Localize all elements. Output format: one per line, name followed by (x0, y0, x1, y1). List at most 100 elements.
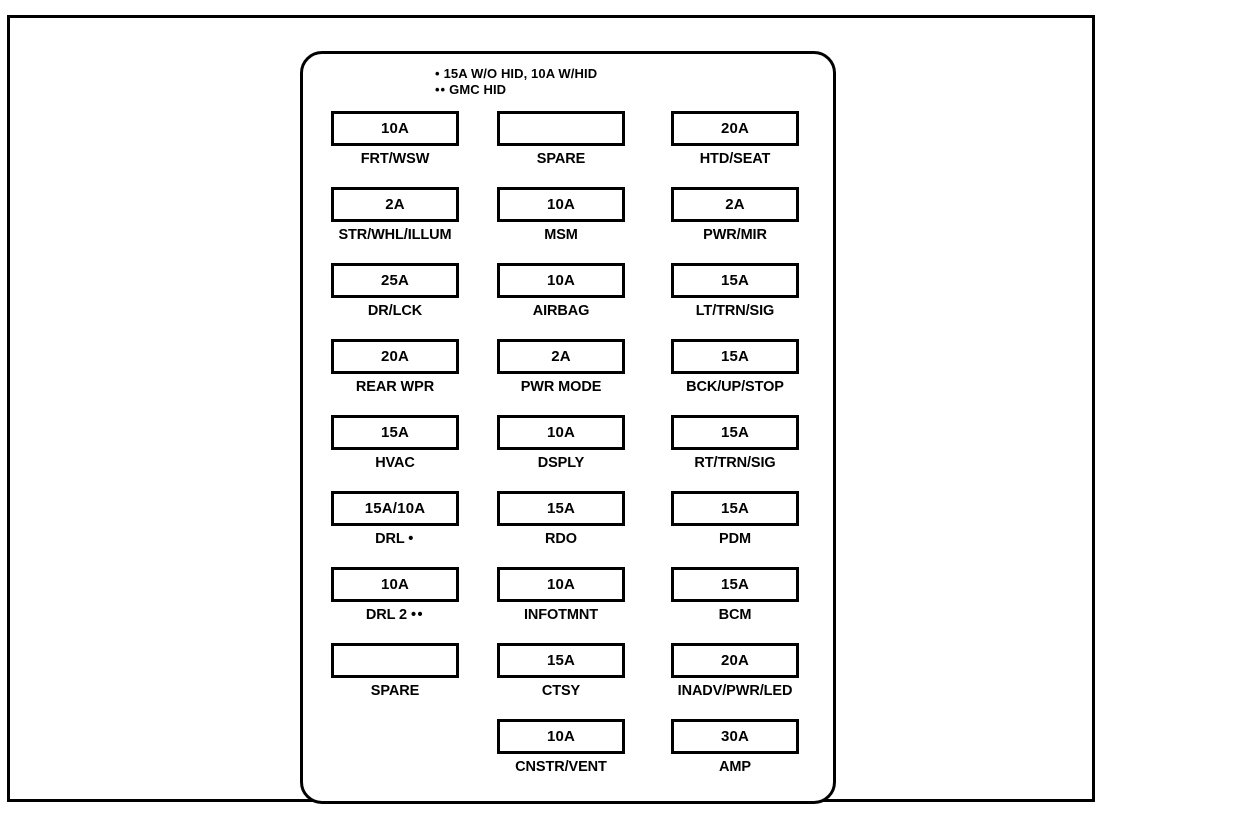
fuse-label-text: SPARE (370, 683, 420, 699)
fuse-slot[interactable]: 15A/10A (331, 491, 459, 526)
fuse-cell: 2A PWR MODE (497, 339, 625, 395)
fuse-label-text: PWR MODE (520, 379, 602, 395)
fuse-label: DSPLY (497, 455, 625, 471)
fuse-amperage: 15A (546, 652, 576, 669)
fuse-slot[interactable]: 10A (497, 415, 625, 450)
fuse-amperage: 15A (380, 424, 410, 441)
fuse-slot[interactable]: 10A (497, 187, 625, 222)
fuse-label: MSM (497, 227, 625, 243)
fuse-slot[interactable]: 10A (497, 263, 625, 298)
fuse-label: CTSY (497, 683, 625, 699)
fuse-label: SPARE (497, 151, 625, 167)
fuse-label: RT/TRN/SIG (671, 455, 799, 471)
fuse-cell: 25A DR/LCK (331, 263, 459, 319)
fuse-amperage: 20A (720, 120, 750, 137)
fuse-slot[interactable]: 10A (497, 719, 625, 754)
fuse-amperage: 2A (551, 348, 571, 365)
fuse-label-text: SPARE (536, 151, 586, 167)
fuse-cell: 15A LT/TRN/SIG (671, 263, 799, 319)
fuse-label: PWR/MIR (671, 227, 799, 243)
fuse-label: REAR WPR (331, 379, 459, 395)
fuse-label-text: HVAC (375, 455, 415, 471)
fuse-label: INADV/PWR/LED (671, 683, 799, 699)
fuse-slot[interactable]: 15A (497, 643, 625, 678)
fuse-slot[interactable]: 2A (331, 187, 459, 222)
fuse-amperage: 20A (720, 652, 750, 669)
fuse-slot[interactable]: 25A (331, 263, 459, 298)
fuse-cell: 2A PWR/MIR (671, 187, 799, 243)
fuse-cell: 20A REAR WPR (331, 339, 459, 395)
fuse-label-text: INADV/PWR/LED (677, 683, 793, 699)
fuse-slot[interactable]: 15A (331, 415, 459, 450)
fuse-slot[interactable]: 2A (671, 187, 799, 222)
fuse-cell: 15A PDM (671, 491, 799, 547)
fuse-amperage: 2A (725, 196, 745, 213)
fuse-slot[interactable]: 15A (671, 491, 799, 526)
fuse-footnote-marker-icon: •• (410, 607, 425, 623)
fuse-label: AIRBAG (497, 303, 625, 319)
fuse-slot[interactable]: 30A (671, 719, 799, 754)
fuse-cell: 15A/10A DRL • (331, 491, 459, 547)
fuse-amperage: 25A (380, 272, 410, 289)
fuse-amperage: 10A (546, 424, 576, 441)
fuse-label-text: MSM (544, 227, 578, 243)
fuse-label: HTD/SEAT (671, 151, 799, 167)
fuse-slot[interactable] (331, 643, 459, 678)
footnote-legend: •15A W/O HID, 10A W/HID••GMC HID (435, 66, 815, 98)
fuse-label-text: PWR/MIR (703, 227, 767, 243)
fuse-footnote-marker-icon: • (408, 531, 415, 547)
fuse-label-text: DSPLY (537, 455, 585, 471)
fuse-slot[interactable]: 10A (331, 111, 459, 146)
fuse-slot[interactable]: 10A (331, 567, 459, 602)
fuse-amperage: 15A/10A (364, 500, 426, 517)
fuse-slot[interactable]: 15A (671, 339, 799, 374)
fuse-label: SPARE (331, 683, 459, 699)
fuse-label-text: AIRBAG (532, 303, 590, 319)
fuse-amperage: 15A (720, 576, 750, 593)
fuse-slot[interactable]: 20A (671, 643, 799, 678)
fuse-label: AMP (671, 759, 799, 775)
fuse-cell: 20A INADV/PWR/LED (671, 643, 799, 699)
fuse-cell: 15A RT/TRN/SIG (671, 415, 799, 471)
fuse-slot[interactable]: 15A (497, 491, 625, 526)
footnote-line: ••GMC HID (435, 82, 815, 98)
footnote-line: •15A W/O HID, 10A W/HID (435, 66, 815, 82)
footnote-text: GMC HID (449, 82, 507, 97)
fuse-label-text: RT/TRN/SIG (694, 455, 776, 471)
fuse-cell: 15A CTSY (497, 643, 625, 699)
fuse-label-text: AMP (719, 759, 751, 775)
fuse-label: DR/LCK (331, 303, 459, 319)
fuse-amperage: 10A (546, 196, 576, 213)
fuse-amperage: 10A (546, 272, 576, 289)
fuse-label: DRL • (331, 531, 459, 547)
fuse-amperage: 20A (380, 348, 410, 365)
fuse-label: PWR MODE (497, 379, 625, 395)
fuse-slot[interactable]: 15A (671, 567, 799, 602)
fuse-amperage: 30A (720, 728, 750, 745)
fuse-label: PDM (671, 531, 799, 547)
fuse-label-text: CNSTR/VENT (515, 759, 607, 775)
fuse-slot[interactable]: 10A (497, 567, 625, 602)
fuse-slot[interactable]: 15A (671, 263, 799, 298)
fuse-slot[interactable] (497, 111, 625, 146)
fuse-slot[interactable]: 15A (671, 415, 799, 450)
fuse-amperage: 15A (720, 348, 750, 365)
fuse-slot[interactable]: 20A (671, 111, 799, 146)
fuse-label-text: PDM (719, 531, 751, 547)
fuse-slot[interactable]: 20A (331, 339, 459, 374)
fuse-label-text: STR/WHL/ILLUM (338, 227, 452, 243)
fuse-cell: 15A HVAC (331, 415, 459, 471)
fuse-label: LT/TRN/SIG (671, 303, 799, 319)
fuse-cell: 20A HTD/SEAT (671, 111, 799, 167)
fuse-label-text: FRT/WSW (360, 151, 430, 167)
fuse-label: FRT/WSW (331, 151, 459, 167)
footnote-marker-icon: •• (435, 82, 447, 97)
fuse-label: CNSTR/VENT (497, 759, 625, 775)
fuse-cell: 10A FRT/WSW (331, 111, 459, 167)
fuse-slot[interactable]: 2A (497, 339, 625, 374)
fuse-amperage: 10A (380, 576, 410, 593)
